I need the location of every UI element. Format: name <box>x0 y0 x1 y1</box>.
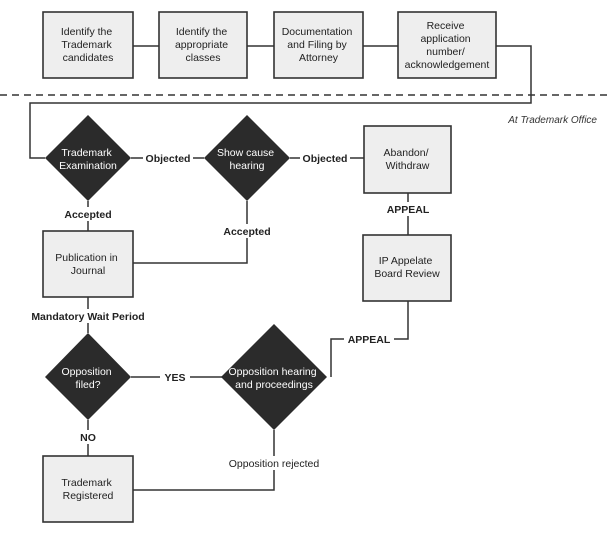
decision-examination-text: Trademark Examination <box>59 147 117 172</box>
box-ip-board: IP Appelate Board Review <box>362 234 452 302</box>
office-label: At Trademark Office <box>507 115 597 126</box>
box-abandon: Abandon/ Withdraw <box>363 125 452 194</box>
box-identify-classes-text: Identify the appropriate classes <box>175 26 231 64</box>
connector-showcause-to-publication <box>133 201 248 264</box>
label-bg-no <box>74 430 102 444</box>
label-yes: YES <box>164 372 185 384</box>
decision-opposition-hearing: Opposition hearing and proceedings <box>221 324 327 430</box>
connector-receive-to-examination <box>29 45 532 159</box>
label-bg-yes <box>160 370 190 384</box>
label-opposition-rejected: Opposition rejected <box>229 458 320 470</box>
box-abandon-text: Abandon/ Withdraw <box>384 147 432 172</box>
label-bg-appeal-1 <box>383 202 433 216</box>
label-bg-objected-2 <box>300 151 350 165</box>
decision-show-cause: Show cause hearing <box>204 115 290 201</box>
decision-examination: Trademark Examination <box>45 115 131 201</box>
box-identify-classes: Identify the appropriate classes <box>158 11 248 79</box>
label-accepted-2: Accepted <box>223 226 270 238</box>
connector-hearing-to-registered <box>133 430 275 491</box>
box-documentation: Documentation and Filing by Attorney <box>273 11 364 79</box>
box-publication: Publication in Journal <box>42 230 134 298</box>
box-identify-candidates-text: Identify the Trademark candidates <box>61 26 115 64</box>
label-bg-accepted-1 <box>60 207 116 221</box>
label-accepted-1: Accepted <box>64 209 111 221</box>
decision-opposition-filed-text: Opposition filed? <box>61 366 114 391</box>
box-documentation-text: Documentation and Filing by Attorney <box>282 26 356 64</box>
label-bg-objected-1 <box>143 151 193 165</box>
label-bg-accepted-2 <box>219 224 275 238</box>
box-receive-number-text: Receive application number/ acknowledgem… <box>405 20 490 71</box>
label-mandatory-wait: Mandatory Wait Period <box>31 311 144 323</box>
label-objected-2: Objected <box>303 153 348 165</box>
label-objected-1: Objected <box>146 153 191 165</box>
box-registered: Trademark Registered <box>42 455 134 523</box>
box-identify-candidates: Identify the Trademark candidates <box>42 11 134 79</box>
box-publication-text: Publication in Journal <box>55 252 120 277</box>
box-receive-number: Receive application number/ acknowledgem… <box>397 11 497 79</box>
label-bg-opposition-rejected <box>223 456 325 470</box>
label-no: NO <box>80 432 96 444</box>
label-appeal-1: APPEAL <box>387 204 430 216</box>
decision-opposition-filed: Opposition filed? <box>45 333 131 420</box>
decision-opposition-hearing-text: Opposition hearing and proceedings <box>228 366 319 391</box>
box-ip-board-text: IP Appelate Board Review <box>374 255 440 280</box>
label-appeal-2: APPEAL <box>348 334 391 346</box>
decision-show-cause-text: Show cause hearing <box>217 147 277 172</box>
label-bg-appeal-2 <box>344 332 394 346</box>
box-registered-text: Trademark Registered <box>61 477 114 502</box>
label-bg-mandatory-wait <box>26 309 150 323</box>
